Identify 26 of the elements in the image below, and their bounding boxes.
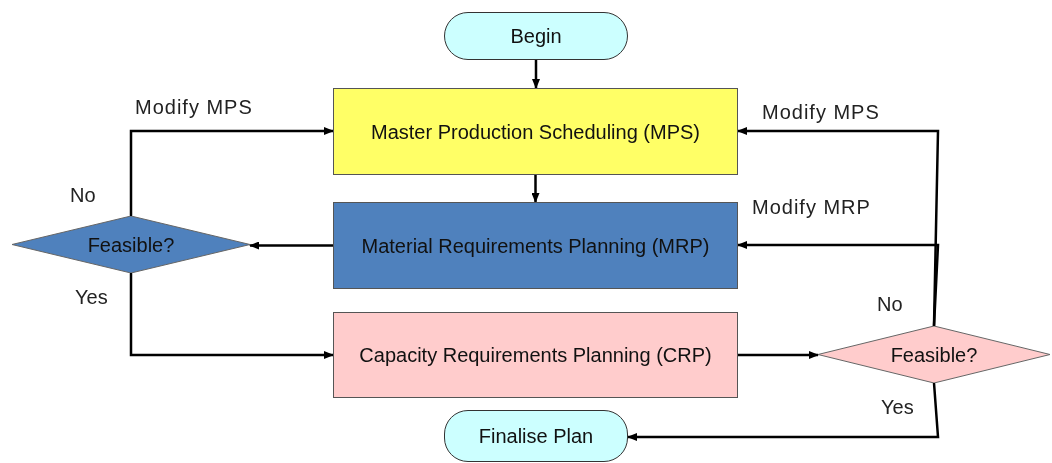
- branch-label: No: [70, 183, 96, 208]
- arrow: [249, 241, 333, 250]
- decision-diamond: [818, 326, 1050, 383]
- terminal-node: [444, 410, 628, 462]
- process-box: [333, 88, 738, 175]
- arrow: [738, 351, 819, 359]
- branch-label: Yes: [75, 285, 108, 310]
- process-box: [333, 202, 738, 289]
- node-label: Feasible?: [889, 342, 979, 368]
- branch-label: No: [877, 292, 903, 317]
- node-label: Feasible?: [86, 232, 176, 258]
- terminal-node: [444, 12, 628, 60]
- node-label: Master Production Scheduling (MPS): [369, 119, 701, 145]
- node-label: Begin: [509, 24, 563, 49]
- node-label: Finalise Plan: [477, 424, 595, 449]
- arrow: [627, 382, 940, 441]
- arrow: [129, 127, 334, 216]
- branch-label: Yes: [881, 395, 914, 420]
- arrow: [532, 60, 540, 89]
- arrow: [737, 241, 940, 327]
- process-box: [333, 312, 738, 398]
- arrow: [531, 175, 540, 203]
- node-label: Capacity Requirements Planning (CRP): [358, 343, 713, 368]
- node-label: Material Requirements Planning (MRP): [360, 233, 711, 259]
- arrow: [129, 273, 334, 359]
- decision-diamond: [12, 216, 250, 273]
